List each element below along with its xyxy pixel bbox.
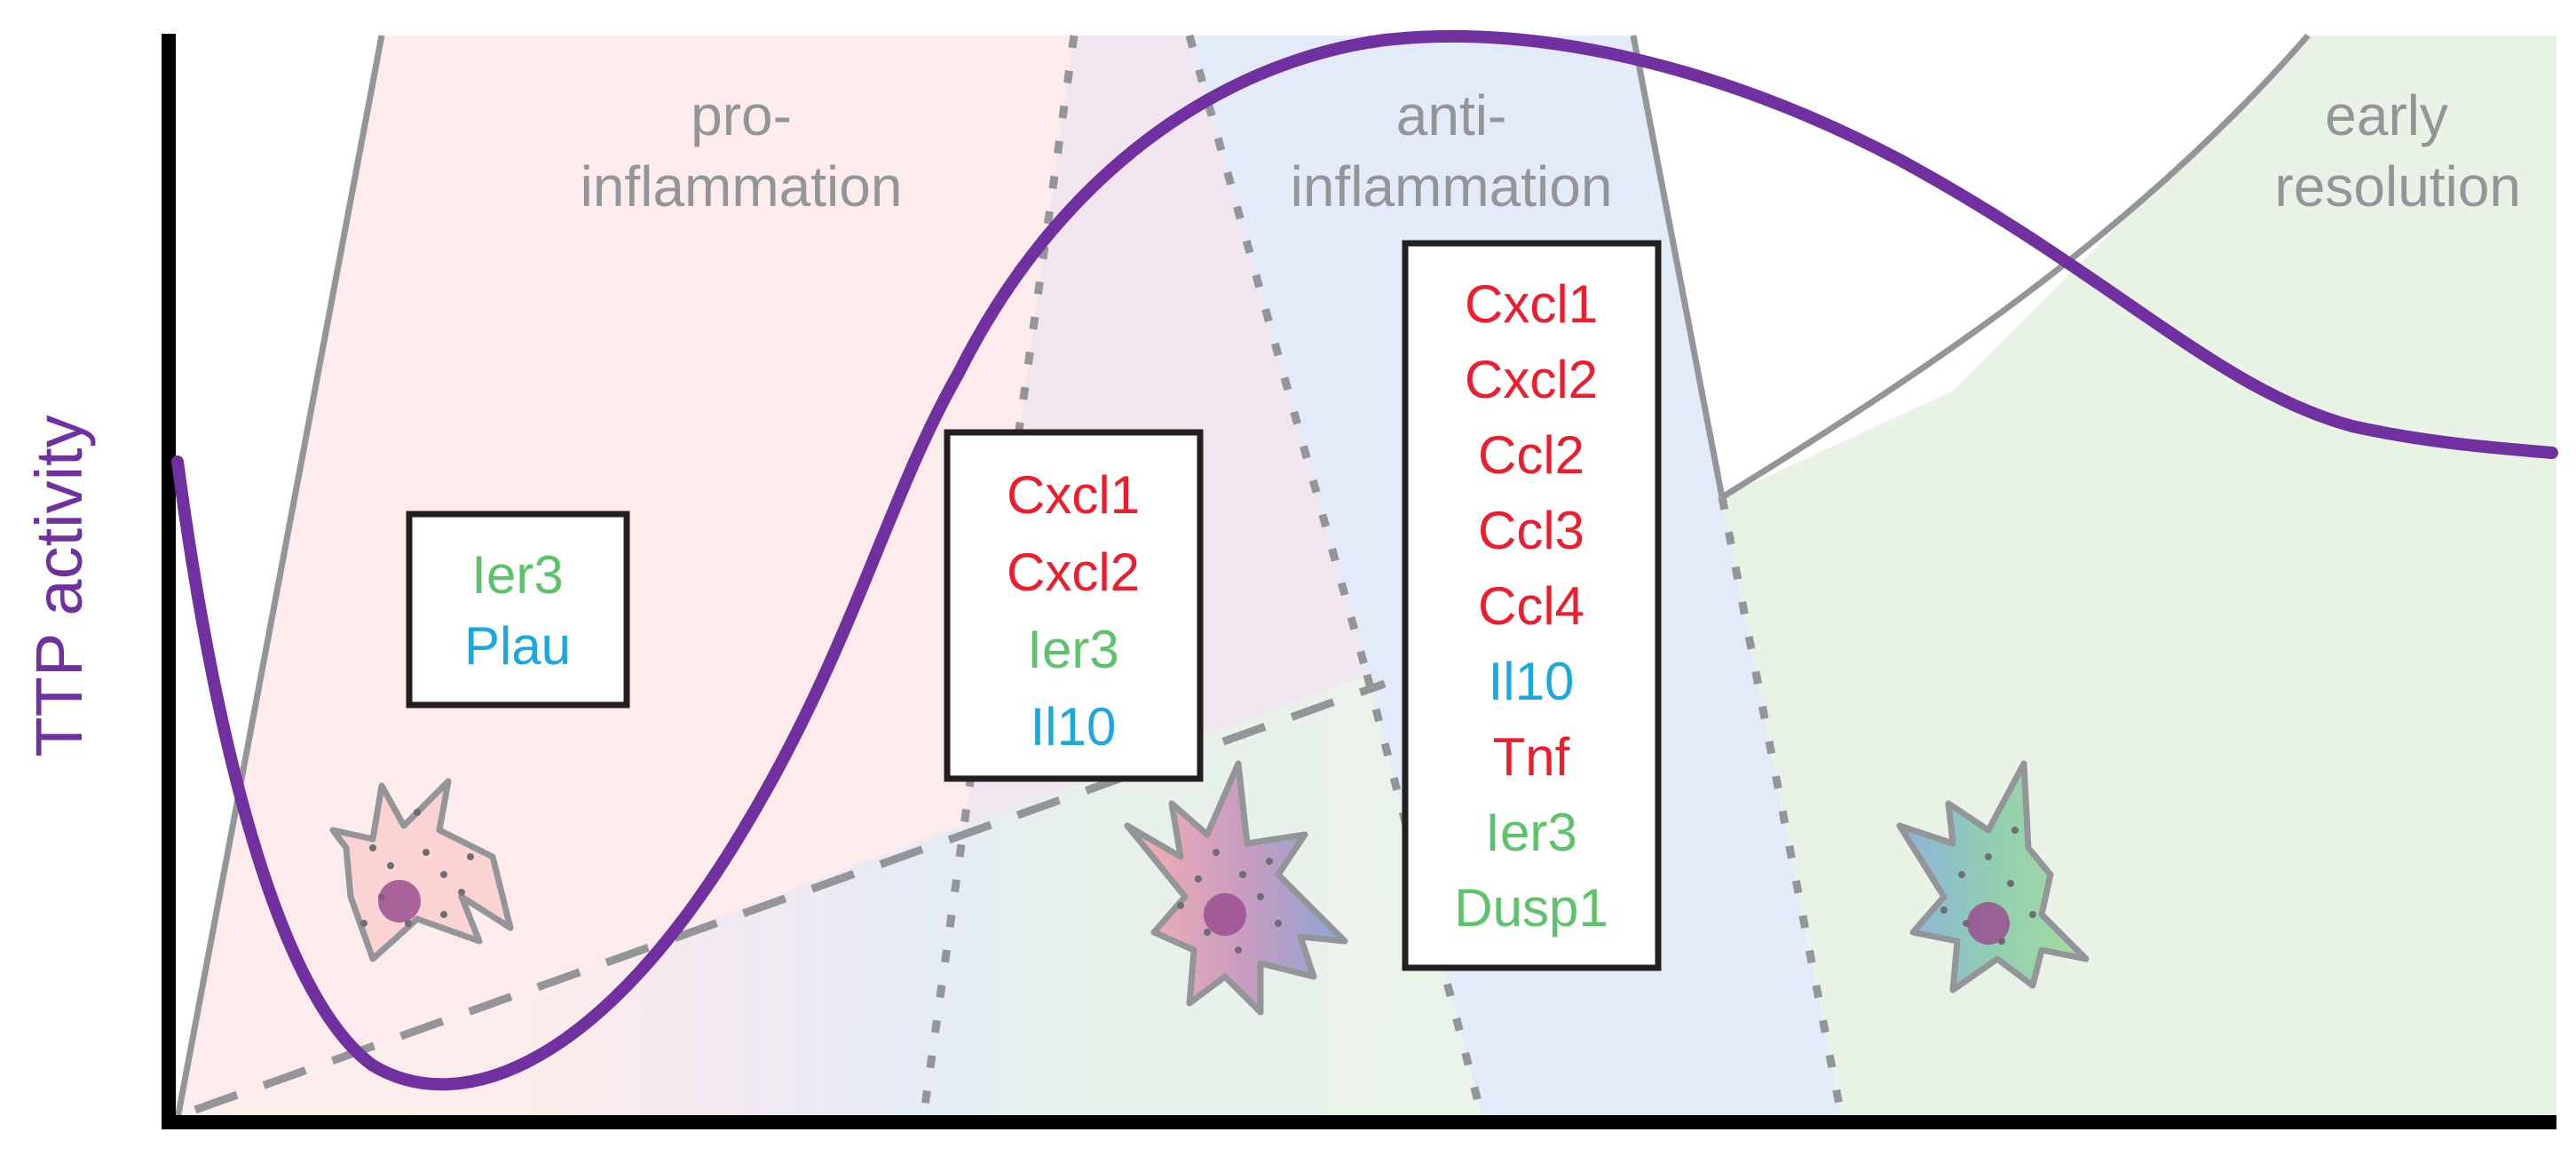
phase-label-anti-line1: anti- xyxy=(1396,83,1507,147)
resolution-boundary-curve xyxy=(1720,33,2311,500)
ttp-activity-curve xyxy=(171,29,2558,1091)
anti-dotted-line xyxy=(1363,673,1487,1120)
phase-labels: pro- inflammation anti- inflammation ear… xyxy=(581,83,2521,218)
gene-label: Cxcl2 xyxy=(1007,542,1140,602)
phase-label-pro-line1: pro- xyxy=(691,83,792,147)
gene-label: Ier3 xyxy=(471,545,563,605)
lower-wash-region xyxy=(178,675,1482,1119)
phase-label-res-line2: resolution xyxy=(2275,154,2522,218)
phase-label-anti-line2: inflammation xyxy=(1291,154,1613,218)
onset-boundary-line xyxy=(174,35,385,1120)
gene-label: Ier3 xyxy=(1027,620,1118,679)
macrophage-transition-icon xyxy=(1124,760,1348,1016)
gene-label: Cxcl1 xyxy=(1007,465,1140,525)
phase-label-res-line1: early xyxy=(2325,83,2448,147)
gene-box-2: Cxcl1 Cxcl2 Ier3 Il10 xyxy=(944,429,1204,782)
gene-label: Il10 xyxy=(1489,652,1575,711)
gene-label: Ier3 xyxy=(1485,803,1576,862)
gene-label: Plau xyxy=(464,616,571,676)
gene-label: Tnf xyxy=(1493,727,1570,787)
gene-label: Ccl4 xyxy=(1478,576,1584,636)
anti-resolution-boundary-line xyxy=(1630,35,1726,498)
gene-label: Ccl2 xyxy=(1478,425,1584,485)
gene-label: Cxcl2 xyxy=(1465,350,1598,409)
gene-box-1: Ier3 Plau xyxy=(406,511,630,709)
gene-box-3: Cxcl1 Cxcl2 Ccl2 Ccl3 Ccl4 Il10 Tnf Ier3… xyxy=(1402,240,1662,971)
gene-label: Cxcl1 xyxy=(1465,274,1598,334)
phase-label-pro-line2: inflammation xyxy=(581,154,903,218)
macrophage-pro-icon xyxy=(329,778,514,962)
macrophage-resolution-icon xyxy=(1896,760,2090,994)
gene-label: Ccl3 xyxy=(1478,501,1584,560)
y-axis-label: TTP activity xyxy=(22,415,96,756)
pro-anti-dotted-line xyxy=(919,35,1079,1120)
axes: TTP activity xyxy=(22,34,2556,1129)
gene-label: Dusp1 xyxy=(1454,878,1608,938)
gene-label: Il10 xyxy=(1031,697,1117,756)
transition-dotted-line xyxy=(1185,34,1371,677)
